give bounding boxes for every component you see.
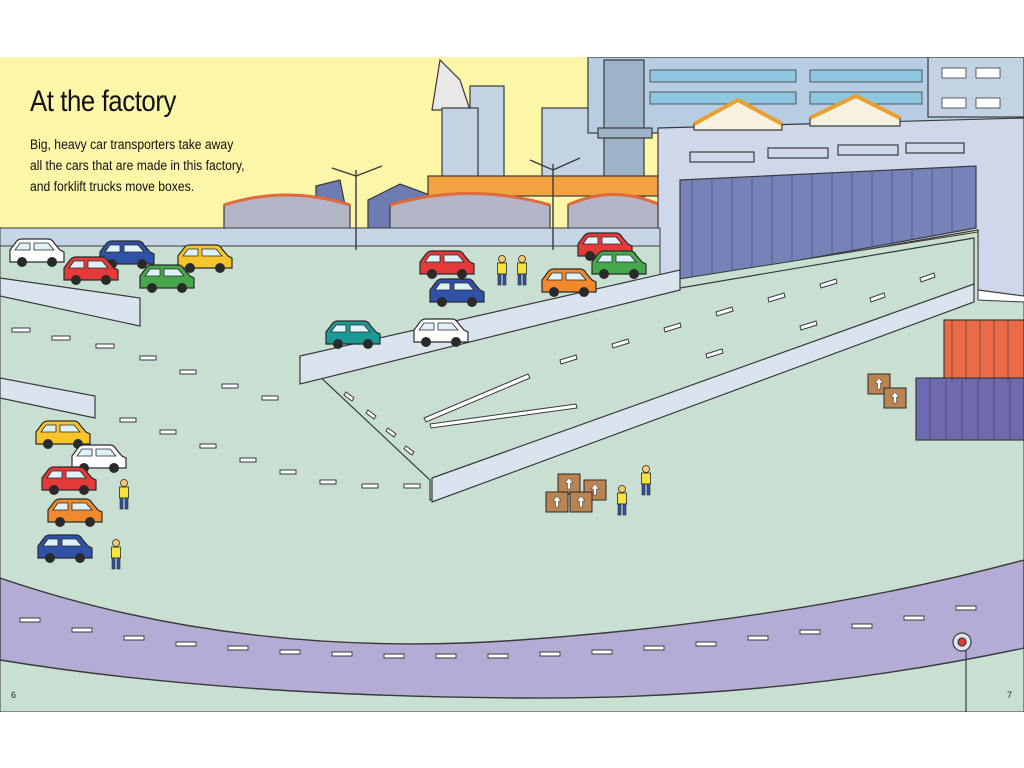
car-icon bbox=[71, 444, 127, 473]
car-icon bbox=[63, 256, 119, 285]
car-icon bbox=[413, 318, 469, 347]
page-number-left: 6 bbox=[11, 690, 17, 700]
car-icon bbox=[325, 320, 381, 349]
box-icon bbox=[569, 491, 593, 513]
worker-icon bbox=[119, 479, 129, 510]
lane-markings bbox=[11, 272, 936, 489]
car-icon bbox=[9, 238, 65, 267]
ramp bbox=[0, 237, 975, 503]
car-icon bbox=[591, 250, 647, 279]
background-buildings bbox=[315, 57, 1024, 231]
box-icon bbox=[545, 491, 569, 513]
intro-line: all the cars that are made in this facto… bbox=[30, 158, 245, 173]
car-icon bbox=[177, 244, 233, 273]
box-icon bbox=[557, 473, 581, 495]
worker-icon bbox=[517, 255, 527, 286]
car-icon bbox=[577, 232, 633, 261]
container-icon bbox=[915, 319, 1024, 441]
road-markings bbox=[19, 605, 977, 659]
car-icon bbox=[37, 534, 93, 563]
warehouse-icon bbox=[223, 192, 661, 231]
factory-illustration bbox=[0, 57, 1024, 712]
intro-line: Big, heavy car transporters take away bbox=[30, 137, 234, 152]
cars-group bbox=[9, 232, 647, 563]
worker-icon bbox=[497, 255, 507, 286]
worker-icon bbox=[617, 485, 627, 516]
car-icon bbox=[41, 466, 97, 495]
car-icon bbox=[429, 278, 485, 307]
worker-icon bbox=[641, 465, 651, 496]
car-icon bbox=[139, 264, 195, 293]
boxes-group bbox=[545, 373, 907, 513]
streetlight-icon bbox=[331, 157, 581, 250]
car-icon bbox=[541, 268, 597, 297]
car-icon bbox=[419, 250, 475, 279]
road-sign-icon bbox=[952, 632, 972, 712]
car-icon bbox=[47, 498, 103, 527]
box-icon bbox=[883, 387, 907, 409]
factory-hall bbox=[657, 93, 1024, 297]
page-number-right: 7 bbox=[1007, 690, 1013, 700]
workers-group bbox=[111, 255, 651, 570]
intro-line: and forklift trucks move boxes. bbox=[30, 179, 195, 194]
worker-icon bbox=[111, 539, 121, 570]
factory-scene bbox=[0, 57, 1024, 712]
road bbox=[0, 559, 1024, 699]
car-icon bbox=[99, 240, 155, 269]
page-title: At the factory bbox=[30, 85, 176, 118]
intro-text: Big, heavy car transporters take away al… bbox=[30, 134, 291, 197]
